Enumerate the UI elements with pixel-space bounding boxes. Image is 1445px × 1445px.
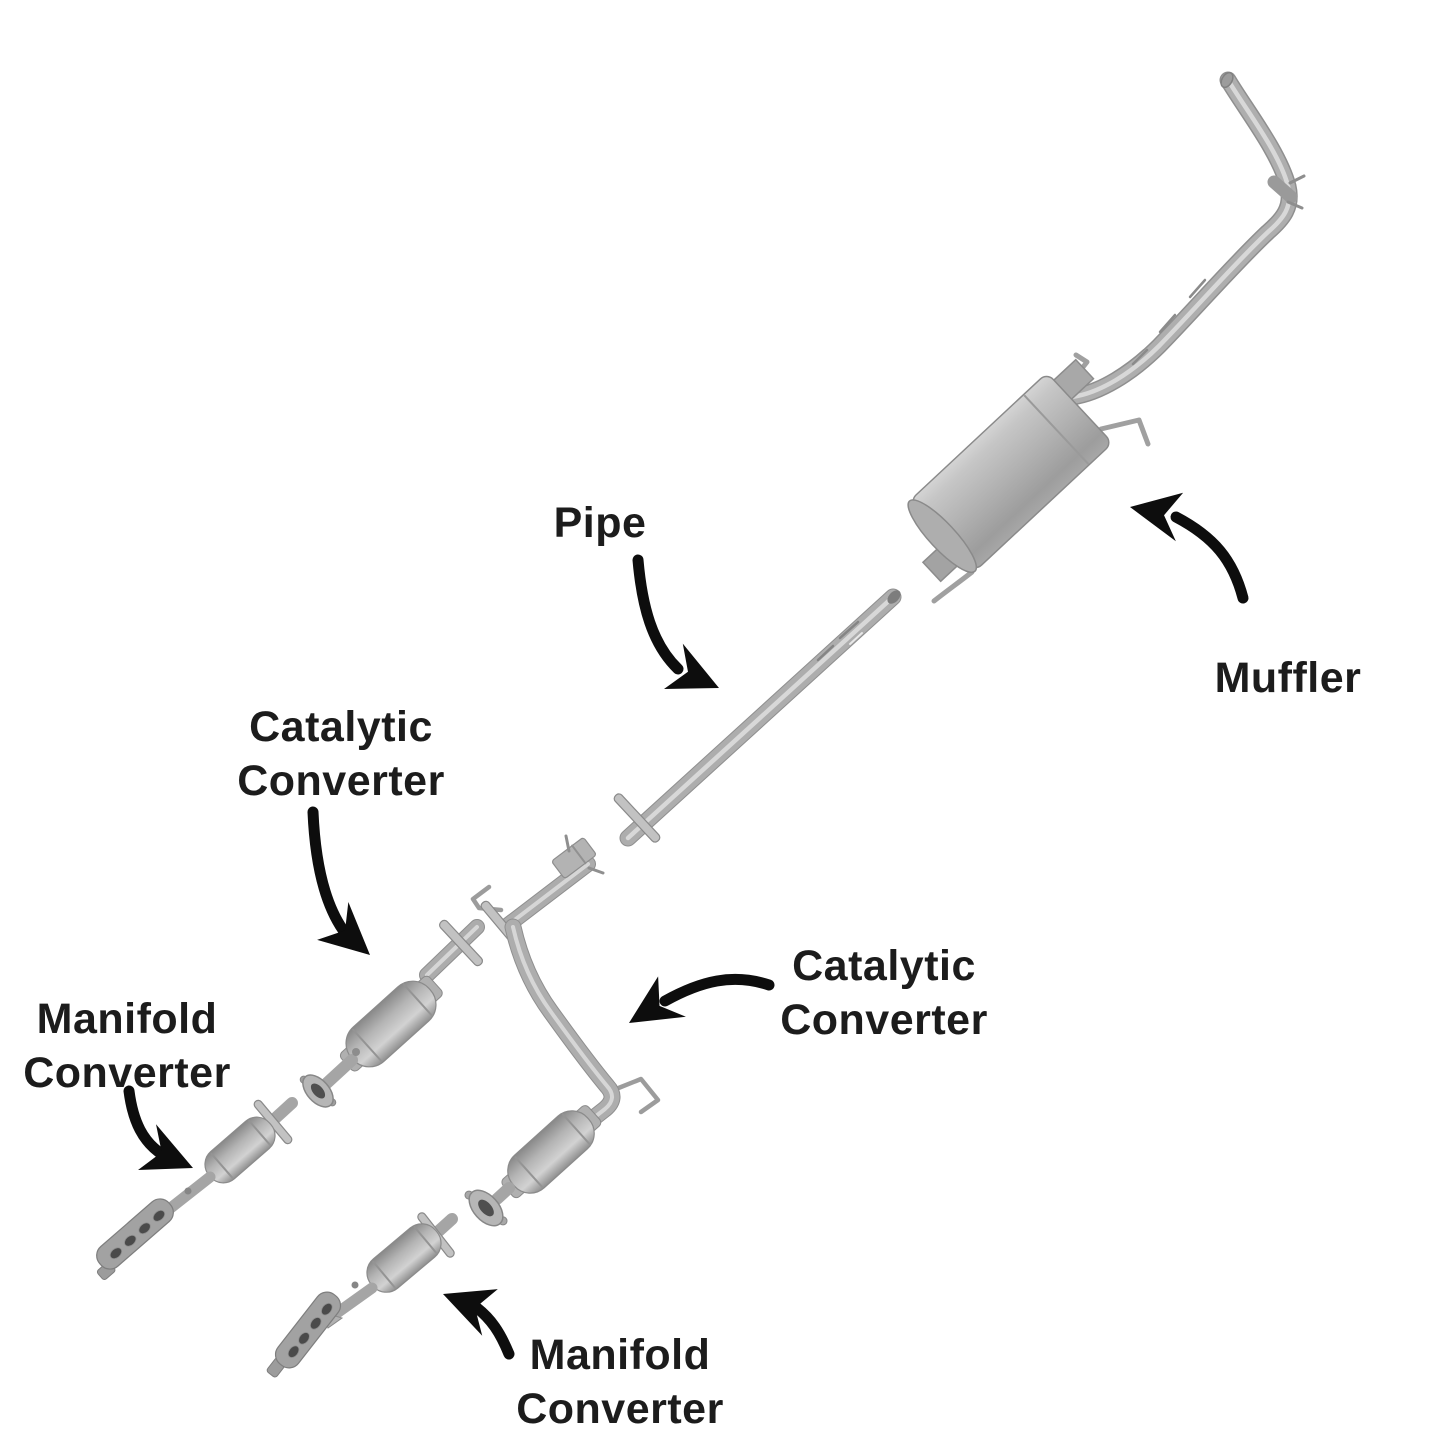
label-catalytic-converter-left: Catalytic Converter [237, 703, 445, 805]
sensor-nub [352, 1048, 360, 1056]
left-cat-oval-flange [299, 1074, 337, 1108]
label-manifold-converter-left: Manifold Converter [23, 995, 231, 1097]
tailpipe-clamp [1267, 174, 1306, 210]
muffler-graphic [907, 358, 1110, 583]
pipe-tip-opening [887, 590, 901, 604]
manifold-converter-left-graphic [96, 1097, 298, 1281]
front-pipe-assembly-graphic [464, 834, 661, 1227]
label-pipe: Pipe [553, 499, 647, 547]
manifold-converter-bottom-callout-arrow [443, 1289, 515, 1360]
catalytic-converter-right-callout-arrow [629, 973, 775, 1023]
manifold-bottom-flange-bar [266, 1291, 342, 1378]
catalytic-converter-left-body [339, 975, 443, 1072]
tailpipe-tip-opening [1220, 71, 1234, 89]
muffler-callout-arrow [1130, 492, 1249, 604]
catalytic-converter-front-body [501, 1105, 602, 1199]
manifold-left-flange-bar [96, 1198, 174, 1281]
sensor-nub [184, 1187, 192, 1195]
intermediate-pipe-graphic [613, 588, 902, 847]
label-catalytic-converter-right: Catalytic Converter [780, 942, 988, 1044]
pipe-seam-marks [816, 620, 860, 662]
left-cat-flange-disc [438, 919, 484, 967]
manifold-converter-left-callout-arrow [123, 1085, 193, 1170]
tailpipe-graphic [1063, 71, 1306, 406]
front-outlet-oval-flange [464, 1189, 508, 1227]
label-manifold-converter-bottom: Manifold Converter [516, 1331, 724, 1433]
catalytic-converter-left-callout-arrow [307, 806, 370, 955]
tailpipe-seam-marks [1131, 278, 1207, 366]
pipe-callout-arrow [632, 554, 719, 689]
hanger-bracket-lower [613, 1076, 661, 1115]
sensor-nub [351, 1281, 359, 1289]
callout-arrows [123, 492, 1249, 1360]
muffler-end-cap [907, 499, 978, 574]
pipe-flange-disc [613, 793, 661, 843]
catalytic-converter-left-graphic [299, 919, 485, 1108]
manifold-converter-bottom-graphic [266, 1212, 458, 1378]
label-muffler: Muffler [1214, 654, 1362, 702]
